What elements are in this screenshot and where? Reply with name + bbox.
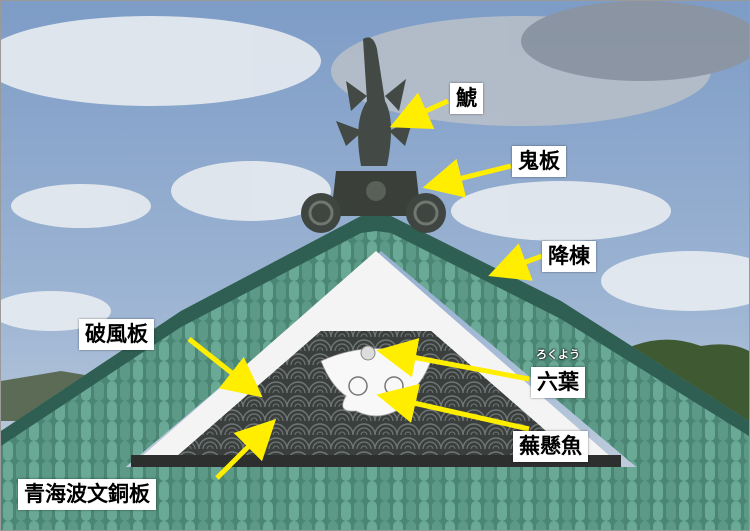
- label-kegyo: 蕪懸魚: [513, 431, 588, 462]
- label-hafuita: 破風板: [79, 319, 154, 350]
- clouds: [1, 1, 749, 331]
- label-rokuyo: 六葉: [531, 367, 585, 398]
- arrow-hafuita: [187, 337, 263, 398]
- label-seigaiha: 青海波文銅板: [18, 479, 156, 510]
- label-shachi: 鯱: [450, 83, 483, 114]
- label-kudarimune: 降棟: [542, 241, 596, 272]
- arrow-kudarimune: [488, 243, 543, 281]
- kudarimune-ridge: [1, 213, 749, 446]
- arrow-kegyo: [376, 383, 530, 432]
- label-onita: 鬼板: [512, 146, 566, 177]
- roof-slopes: [1, 213, 749, 481]
- arrow-onita: [422, 158, 512, 198]
- onita-plate: [301, 171, 446, 233]
- gable-upper-white: [301, 266, 451, 331]
- label-rokuyo-reading: ろくよう: [536, 348, 580, 361]
- arrow-seigaiha: [215, 418, 277, 480]
- annotation-arrows: [187, 92, 543, 480]
- arrow-shachi: [389, 92, 450, 130]
- arrow-rokuyo: [376, 338, 530, 382]
